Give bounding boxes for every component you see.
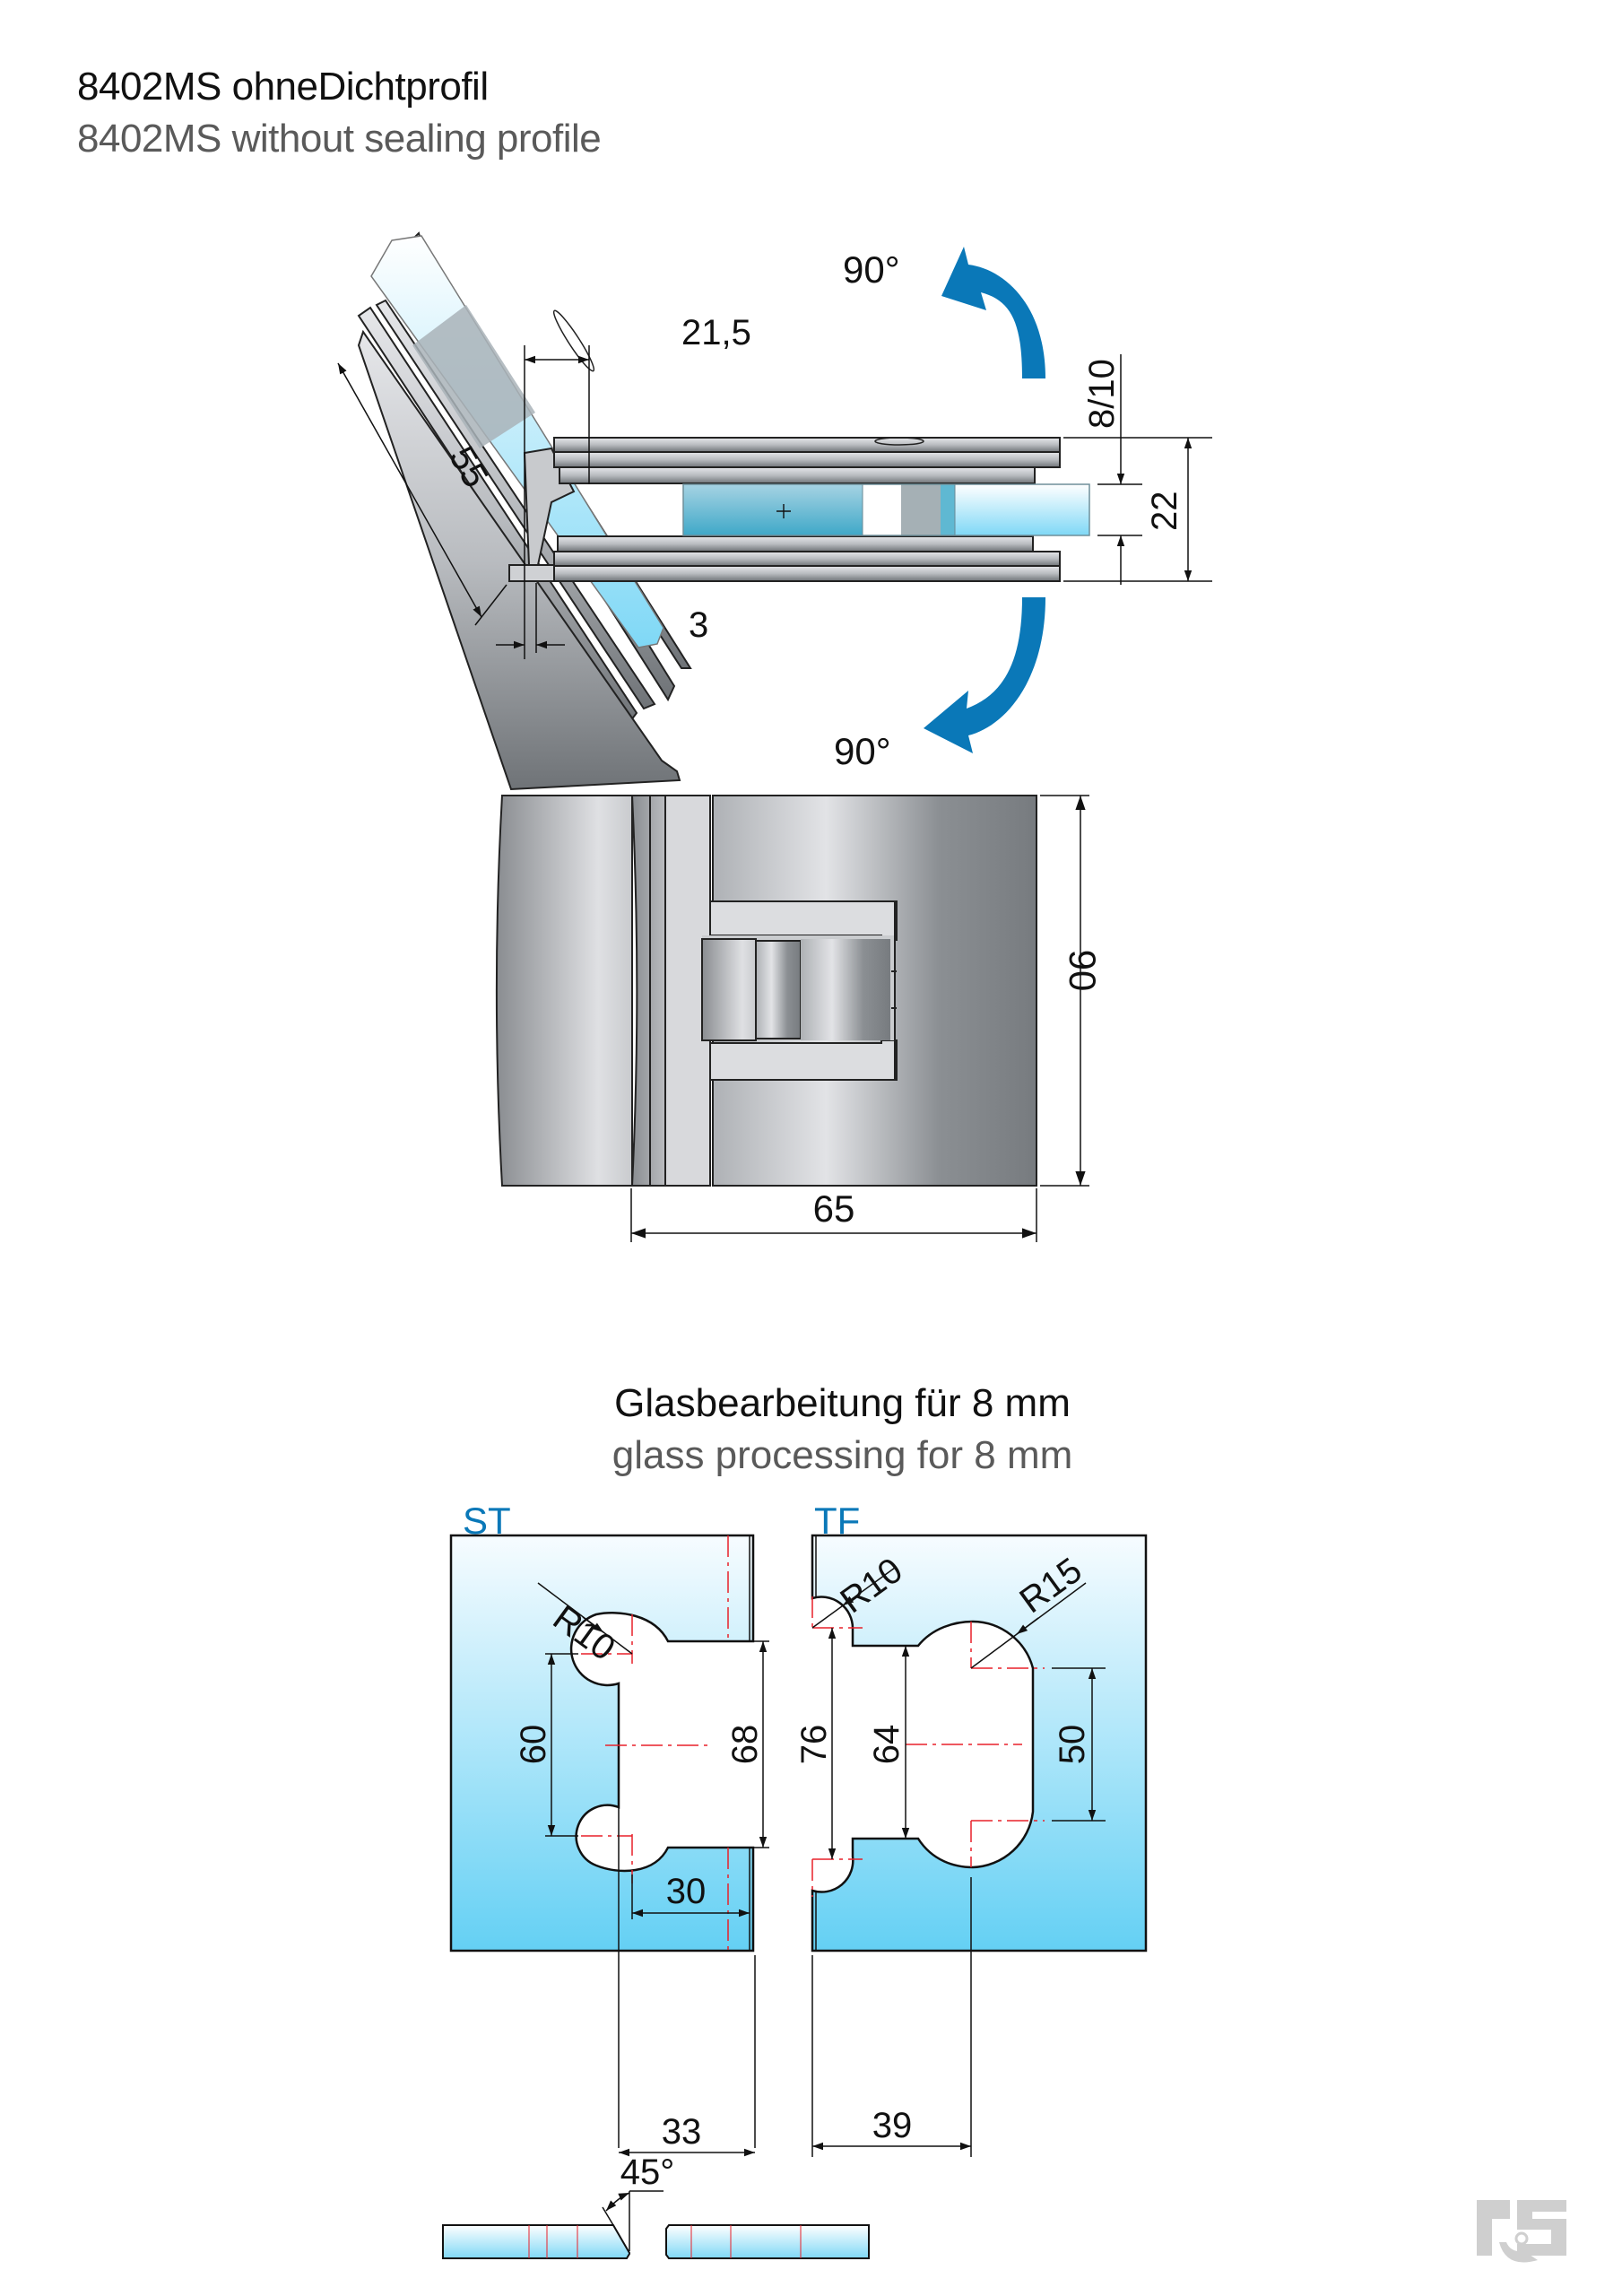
glass-panel-st <box>449 1534 755 1952</box>
glass-panel-tf <box>811 1534 1148 1952</box>
dim-label-bevel-angle: 45° <box>620 2152 675 2192</box>
title-english: 8402MS without sealing profile <box>77 117 602 161</box>
dim-label-tf-cutout-height: 64 <box>867 1725 906 1765</box>
dim-label-offset: 21,5 <box>681 313 751 352</box>
rotation-arrow-up <box>941 247 1045 378</box>
glass-processing-heading-german: Glasbearbeitung für 8 mm <box>614 1381 1071 1425</box>
edge-profile-tf <box>665 2224 870 2259</box>
glass-processing-heading-english: glass processing for 8 mm <box>612 1433 1073 1477</box>
dim-st-radius-arrow <box>582 1616 604 1633</box>
horizontal-body <box>553 437 1090 582</box>
dim-arm-ext <box>474 584 507 626</box>
dimension-lines-bevel <box>602 2190 664 2251</box>
dim-label-front-height: 90 <box>1062 950 1104 992</box>
dim-label-body-height: 22 <box>1145 491 1184 532</box>
title-german: 8402MS ohneDichtprofil <box>77 65 489 109</box>
dim-tf-r10-arrow <box>842 1592 862 1606</box>
dim-label-glass-thickness: 8/10 <box>1082 359 1122 429</box>
rotation-label-up: 90° <box>843 248 900 291</box>
dim-label-gap: 3 <box>689 605 708 645</box>
dim-bevel-arc <box>605 2192 630 2212</box>
dim-label-tf-center-distance: 50 <box>1053 1725 1092 1765</box>
dim-label-st-center-distance: 60 <box>514 1725 553 1765</box>
front-view <box>496 795 1037 1187</box>
dim-label-tf-depth: 39 <box>872 2106 913 2145</box>
dim-label-st-cutout-height: 68 <box>725 1725 765 1765</box>
edge-profile-st <box>442 2224 630 2259</box>
dimension-lines-st <box>537 1582 769 2157</box>
rs-logo <box>1477 2200 1566 2263</box>
dim-bevel-ext-angle <box>602 2206 614 2226</box>
dim-label-st-depth-inner: 30 <box>666 1872 707 1911</box>
rotation-arrow-down <box>924 597 1045 753</box>
rotation-label-down: 90° <box>834 730 891 772</box>
dim-tf-r15-arrow <box>1016 1617 1039 1635</box>
dim-label-tf-outer-height: 76 <box>794 1725 834 1765</box>
dim-label-front-width: 65 <box>813 1187 855 1230</box>
dimension-lines-front <box>630 795 1089 1242</box>
dimension-lines-top <box>337 345 1212 659</box>
dim-arm-length <box>337 362 482 618</box>
dimension-lines-tf <box>811 1567 1106 2157</box>
dim-label-st-depth-outer: 33 <box>662 2112 702 2152</box>
